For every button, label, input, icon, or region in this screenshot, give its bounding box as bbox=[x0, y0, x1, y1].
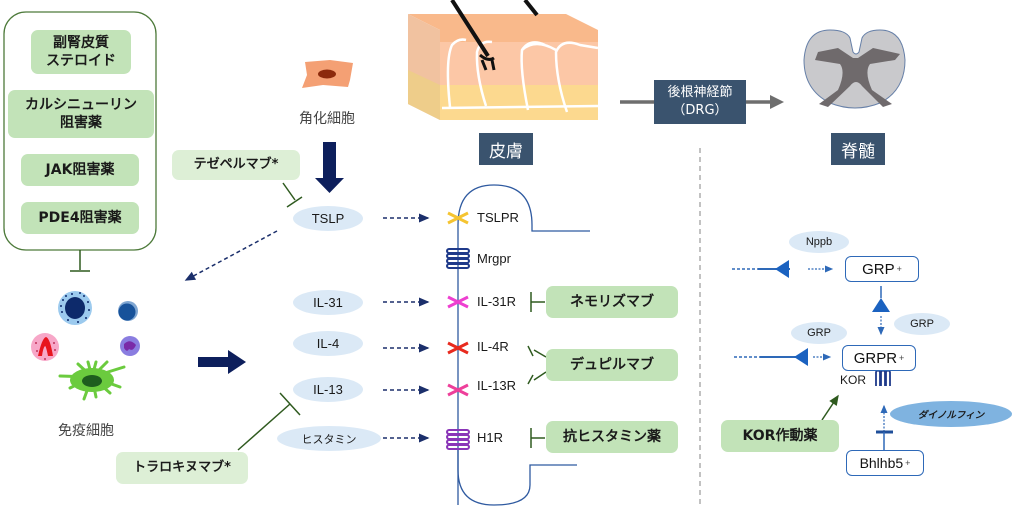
receptor-il31r-icon bbox=[447, 295, 469, 309]
ligand-il4: IL-4 bbox=[293, 331, 363, 356]
drug-kor-agonist: KOR作動薬 bbox=[721, 420, 839, 452]
kor-label: KOR bbox=[840, 373, 867, 387]
dashed-arrow-tslp-immune bbox=[184, 230, 278, 281]
inhibit-tezepelumab bbox=[286, 196, 303, 208]
ligand-il31: IL-31 bbox=[293, 290, 363, 315]
immune-cells-icon bbox=[31, 291, 140, 401]
nerve-ending-outline bbox=[457, 184, 590, 505]
drg-arrowhead bbox=[770, 95, 784, 109]
immune-cells-label: 免疫細胞 bbox=[58, 423, 114, 439]
drug-jak-inhibitor: JAK阻害薬 bbox=[21, 154, 139, 186]
receptor-tslpr-icon bbox=[447, 211, 469, 225]
inhibit-dupilumab-il13r bbox=[527, 374, 534, 385]
keratinocyte-label: 角化細胞 bbox=[299, 111, 355, 127]
inhibit-tralokinumab bbox=[279, 392, 301, 416]
ligand-tslp: TSLP bbox=[293, 206, 363, 231]
ligand-grp-2: GRP bbox=[894, 313, 950, 335]
ligand-il13: IL-13 bbox=[293, 377, 363, 402]
drg-label: 後根神経節（DRG） bbox=[654, 80, 746, 124]
receptor-mrgpr-icon bbox=[446, 248, 470, 269]
ligand-grp-1: GRP bbox=[791, 322, 847, 344]
receptor-il13r-icon bbox=[447, 383, 469, 397]
inhibit-dupilumab-il4r bbox=[527, 345, 534, 357]
kor-agonist-arrow bbox=[821, 394, 839, 421]
drug-dupilumab: デュピルマブ bbox=[546, 349, 678, 381]
spinal-circuit bbox=[732, 260, 893, 450]
neuron-bhlhb5: Bhlhb5+ bbox=[846, 450, 924, 476]
drug-tezepelumab: テゼペルマブ* bbox=[172, 150, 300, 180]
drug-pde4-inhibitor: PDE4阻害薬 bbox=[21, 202, 139, 234]
ligand-dynorphin: ダイノルフィン bbox=[890, 401, 1012, 427]
receptor-label-il4r: IL-4R bbox=[477, 339, 509, 354]
skin-label: 皮膚 bbox=[479, 133, 533, 165]
drug-steroid: 副腎皮質ステロイド bbox=[31, 30, 131, 74]
spinal-cord-icon bbox=[803, 29, 906, 109]
receptor-label-il13r: IL-13R bbox=[477, 378, 517, 393]
receptor-label-mrgpr: Mrgpr bbox=[477, 251, 511, 266]
receptor-il4r-icon bbox=[447, 341, 469, 355]
kor-receptor-icon bbox=[875, 369, 891, 386]
neuron-grp: GRP+ bbox=[845, 256, 919, 282]
receptor-label-il31r: IL-31R bbox=[477, 294, 517, 309]
ligand-nppb: Nppb bbox=[789, 231, 849, 253]
receptor-label-h1r: H1R bbox=[477, 430, 504, 445]
big-arrow-right bbox=[198, 350, 246, 374]
drug-nemolizumab: ネモリズマブ bbox=[546, 286, 678, 318]
ligand-histamine: ヒスタミン bbox=[277, 426, 381, 451]
skin-illustration bbox=[408, 0, 599, 120]
receptor-h1r-icon bbox=[446, 429, 470, 450]
neuron-grpr: GRPR+ bbox=[842, 345, 916, 371]
drug-calcineurin-inhibitor: カルシニューリン阻害薬 bbox=[8, 90, 154, 138]
drug-tralokinumab: トラロキヌマブ* bbox=[116, 452, 248, 484]
big-arrow-down bbox=[315, 142, 344, 193]
receptor-label-tslpr: TSLPR bbox=[477, 210, 519, 225]
spinal-cord-label: 脊髄 bbox=[831, 133, 885, 165]
drug-antihistamine: 抗ヒスタミン薬 bbox=[546, 421, 678, 453]
